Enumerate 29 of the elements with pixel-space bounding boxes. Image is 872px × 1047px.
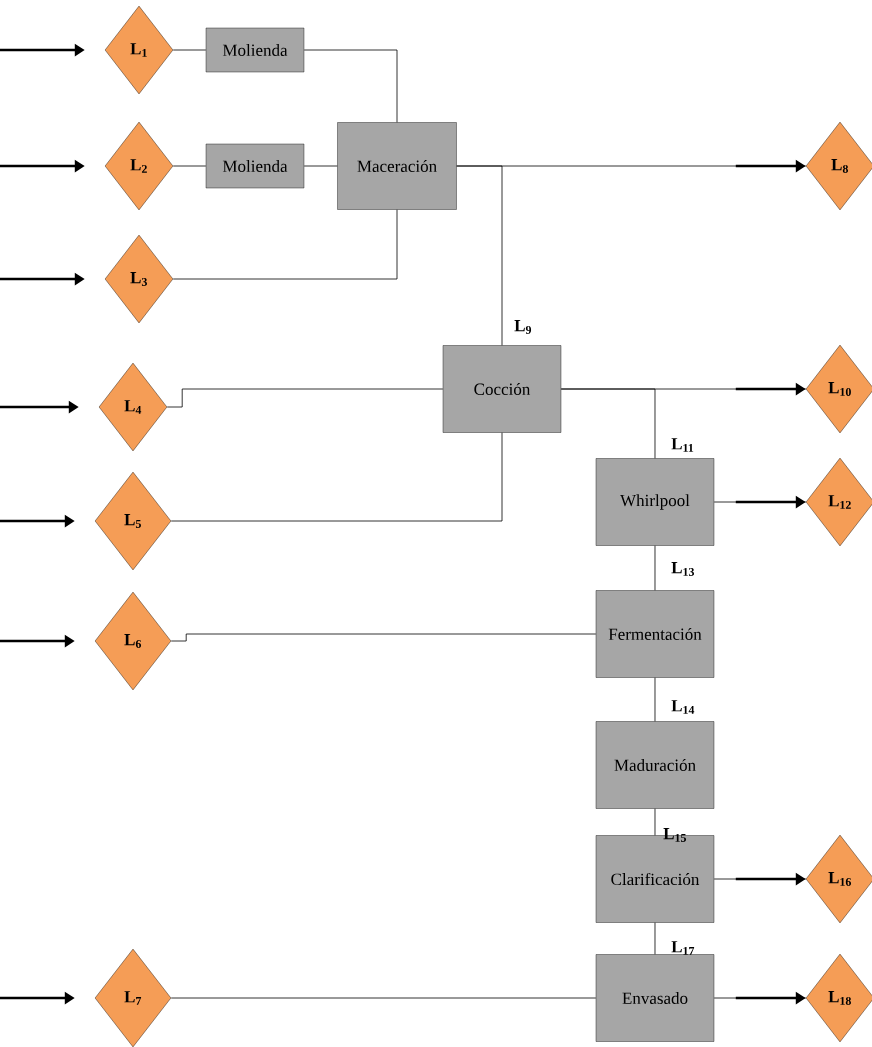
- edge-label: L$_{17}$: [671, 941, 695, 955]
- edge-label: L$_{15}$: [663, 828, 686, 842]
- process-box: Molienda: [205, 143, 305, 189]
- edge-label: L$_{14}$: [671, 700, 695, 714]
- process-box: Molienda: [205, 27, 305, 73]
- connector: [654, 808, 656, 836]
- connector: [166, 388, 444, 408]
- connector: [303, 165, 338, 167]
- process-box: Whirlpool: [595, 458, 715, 546]
- connector: [172, 165, 207, 167]
- connector: [456, 165, 503, 346]
- connector: [170, 633, 597, 642]
- process-box: Maduración: [595, 721, 715, 809]
- connector: [170, 997, 597, 999]
- connector: [560, 388, 656, 459]
- connector: [172, 49, 207, 51]
- edge-label: L$_{11}$: [671, 438, 694, 452]
- connector: [172, 209, 398, 280]
- process-box: Fermentación: [595, 590, 715, 678]
- edge-label: L$_{9}$: [514, 320, 532, 334]
- connector: [654, 677, 656, 722]
- connector: [654, 922, 656, 955]
- process-box: Cocción: [442, 345, 562, 433]
- process-box: Envasado: [595, 954, 715, 1042]
- connector: [654, 545, 656, 591]
- process-box: Maceración: [337, 122, 457, 210]
- edge-label: L$_{13}$: [671, 562, 695, 576]
- connector: [303, 49, 398, 123]
- connector: [170, 432, 503, 522]
